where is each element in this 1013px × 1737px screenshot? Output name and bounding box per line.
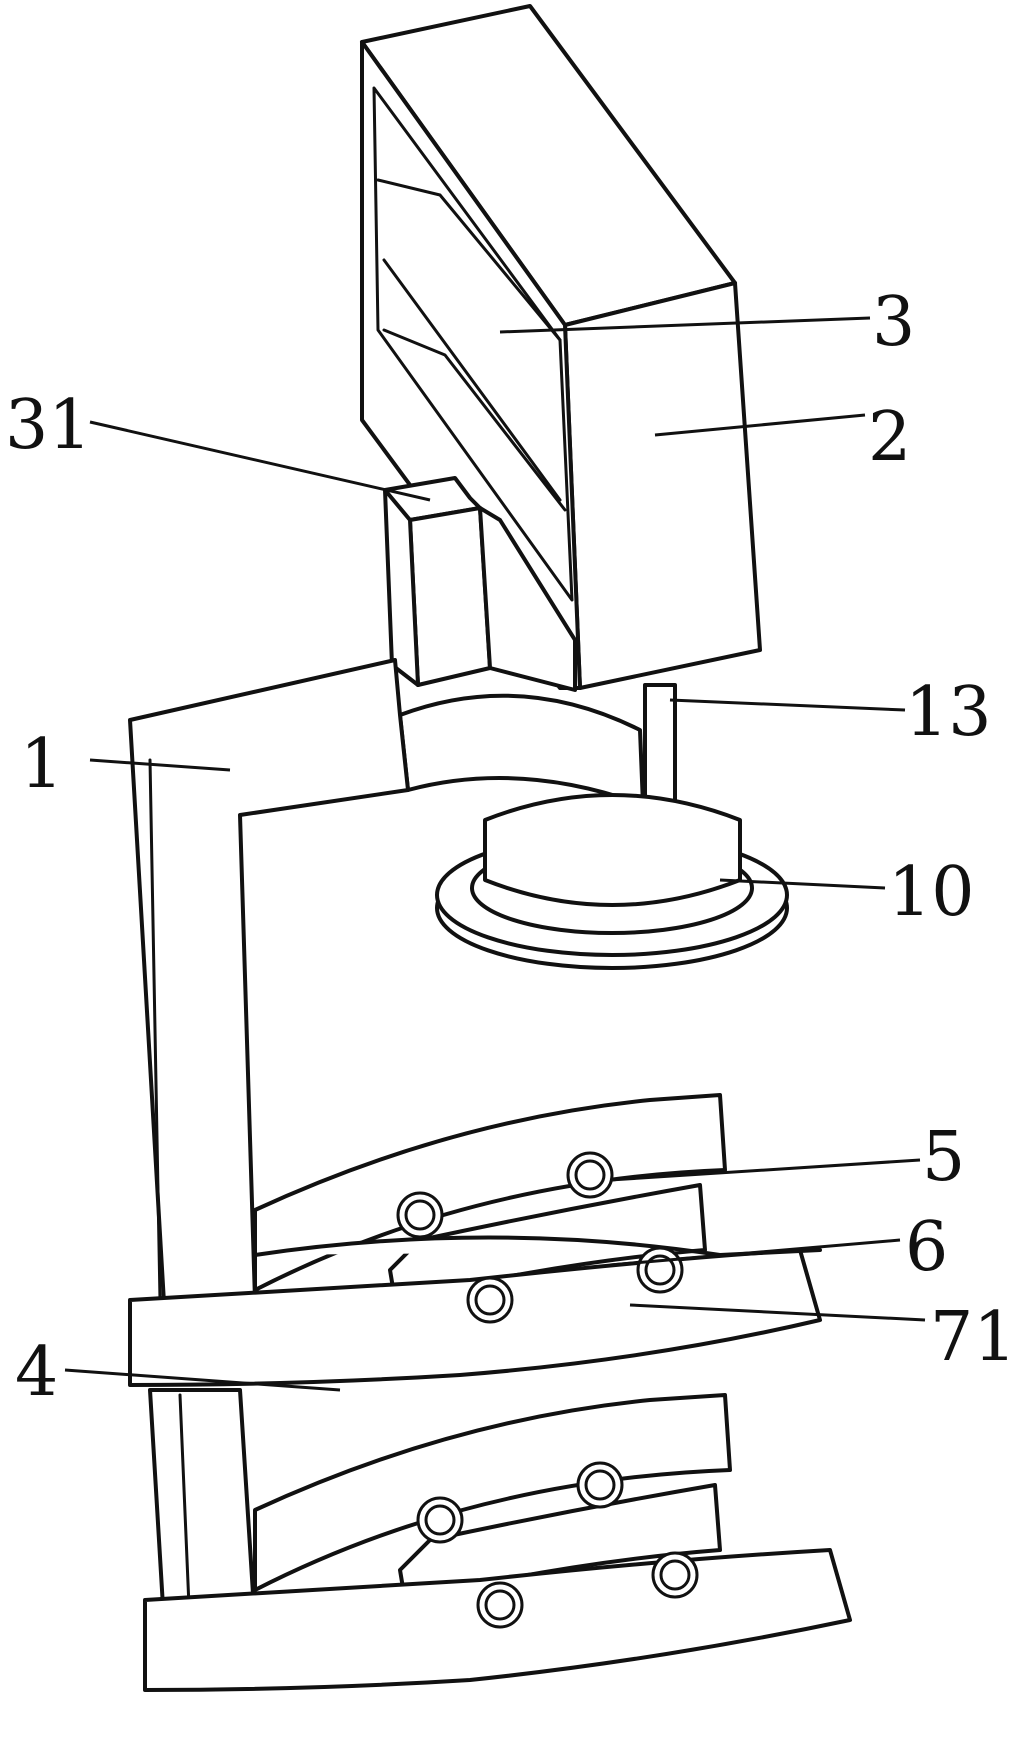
label-6: 6 [905, 1208, 948, 1287]
label-13: 13 [905, 673, 992, 752]
label-2: 2 [868, 398, 911, 477]
label-31: 31 [5, 386, 92, 465]
label-5: 5 [922, 1118, 965, 1197]
label-1: 1 [20, 725, 63, 804]
label-3: 3 [872, 283, 915, 362]
label-71: 71 [930, 1298, 1013, 1377]
label-4: 4 [15, 1333, 58, 1412]
label-10: 10 [888, 853, 975, 932]
